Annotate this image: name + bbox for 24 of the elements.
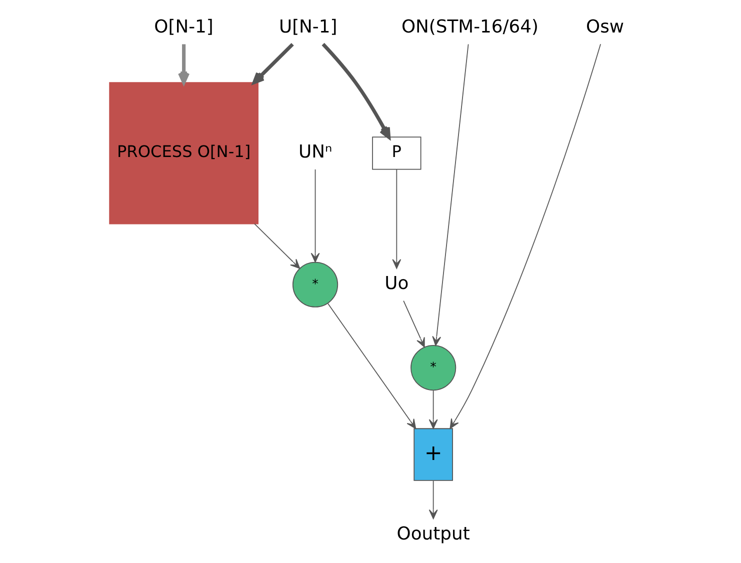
arrow	[428, 390, 438, 429]
node-text: O[N-1]	[154, 16, 214, 38]
node-text: Osw	[586, 16, 624, 38]
node-text: U[N-1]	[279, 16, 338, 38]
node-text: ON(STM-16/64)	[401, 16, 539, 38]
arrow	[327, 303, 416, 429]
node-box: PROCESS O[N-1]	[109, 82, 258, 224]
arrow	[254, 223, 300, 269]
arrow	[310, 169, 320, 263]
arrow	[428, 480, 438, 520]
node-text: Uo	[384, 273, 409, 294]
arrow	[178, 44, 190, 84]
arrow	[392, 169, 402, 269]
arrow	[252, 42, 294, 84]
arrow	[322, 42, 391, 140]
arrow	[432, 44, 469, 346]
node-text: UNⁿ	[298, 142, 332, 163]
arrow	[403, 300, 425, 348]
arrow	[450, 44, 602, 429]
node-circle: *	[292, 262, 338, 308]
node-box: +	[414, 428, 453, 481]
node-text: Ooutput	[396, 524, 470, 545]
node-circle: *	[410, 345, 456, 391]
node-box: P	[372, 136, 422, 170]
